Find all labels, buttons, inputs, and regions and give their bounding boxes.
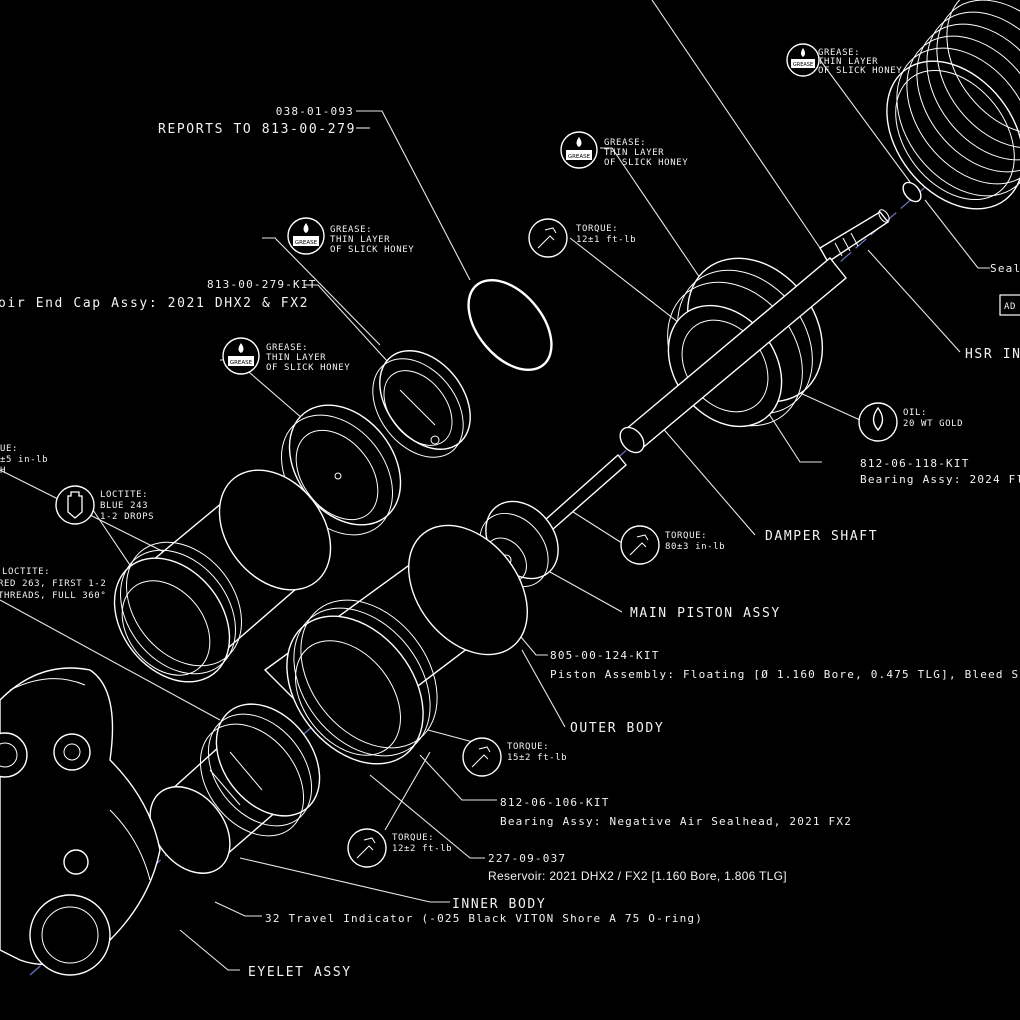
torque-icon [528,218,568,258]
outer-body-label: OUTER BODY [570,721,664,736]
grease-icon-text: GREASE [568,154,591,160]
inner-body-label: INNER BODY [452,897,546,912]
hsr-shaft-tip [819,209,890,263]
small-oring [902,181,922,203]
grease-note-line1: GREASE: [330,225,372,235]
torque-note-line2: ±5 in-lb [0,455,48,465]
loctite-note-line3: 1-2 DROPS [100,512,154,522]
torque-icon [347,828,387,868]
torque-note-line2: 80±3 in-lb [665,542,725,552]
grease-icon-text: GREASE [793,62,813,68]
main-piston-label: MAIN PISTON ASSY [630,606,781,621]
damper-shaft-label: DAMPER SHAFT [765,529,878,544]
torque-note-line2: 15±2 ft-lb [507,753,567,763]
grease-icon-text: GREASE [295,240,318,246]
air-can-bellows [886,0,1020,210]
loctite-note-line2: BLUE 243 [100,501,148,511]
labels: 038-01-093 REPORTS TO 813-00-279 813-00-… [0,48,1020,980]
grease-icon: GREASE [222,337,260,375]
torque-note-line1: UE: [0,444,18,454]
torque-note-line2: 12±1 ft-lb [576,235,636,245]
eyelet-assy [0,667,161,976]
grease-icon-text: GREASE [230,360,253,366]
bearing-118-part: 812-06-118-KIT [860,457,970,470]
torque-icon [620,525,660,565]
seal-label: Seal [990,262,1020,275]
torque-icon [462,737,502,777]
oil-note-line1: OIL: [903,408,927,418]
torque-note-line3: H [0,466,6,476]
ad-box [999,294,1020,316]
travel-indicator-label: 32 Travel Indicator (-025 Black VITON Sh… [265,912,703,925]
grease-icon: GREASE [560,131,598,169]
piston-part-label: 805-00-124-KIT [550,649,660,662]
hsr-label: HSR IN [965,347,1020,362]
part-038-note: REPORTS TO 813-00-279 [158,122,356,137]
oil-note-line2: 20 WT GOLD [903,419,963,429]
grease-note-line3: OF SLICK HONEY [266,363,350,373]
grease-icon: GREASE [786,43,820,77]
outer-body [263,524,529,765]
snap-ring [467,278,553,372]
loctite-note-line2: RED 263, FIRST 1-2 [0,579,106,589]
loctite-bottle-icon [55,485,95,525]
eyelet-label: EYELET ASSY [248,965,352,980]
reservoir [113,469,332,683]
endcap-part-label: 813-00-279-KIT [207,278,317,291]
bearing-106-part: 812-06-106-KIT [500,796,610,809]
grease-note-line3: OF SLICK HONEY [604,158,688,168]
torque-note-line1: TORQUE: [392,833,434,843]
grease-note-line1: GREASE: [266,343,308,353]
torque-note-line2: 12±2 ft-lb [392,844,452,854]
torque-note-line1: TORQUE: [576,224,618,234]
reservoir-desc: Reservoir: 2021 DHX2 / FX2 [1.160 Bore, … [488,869,787,883]
grease-note-line2: THIN LAYER [266,353,326,363]
grease-note-line2: THIN LAYER [604,148,664,158]
reservoir-part: 227-09-037 [488,852,566,865]
grease-note-line2: THIN LAYER [818,57,878,67]
grease-note-line3: OF SLICK HONEY [330,245,414,255]
grease-note-line1: GREASE: [604,138,646,148]
torque-note-line1: TORQUE: [665,531,707,541]
piston-desc: Piston Assembly: Floating [Ø 1.160 Bore,… [550,668,1020,681]
inner-body [149,703,321,874]
grease-note-line2: THIN LAYER [330,235,390,245]
bearing-106-desc: Bearing Assy: Negative Air Sealhead, 202… [500,815,852,828]
part-038-label: 038-01-093 [276,105,354,118]
endcap-desc: oir End Cap Assy: 2021 DHX2 & FX2 [0,296,309,311]
bearing-118-desc: Bearing Assy: 2024 Flo [860,473,1020,486]
leader-lines [0,0,990,971]
loctite-note-line3: THREADS, FULL 360° [0,591,106,601]
loctite-note-line1: LOCTITE: [2,567,50,577]
grease-note-line3: OF SLICK HONEY [818,66,902,76]
ad-box-text: AD [1004,302,1016,312]
loctite-note-line1: LOCTITE: [100,490,148,500]
grease-icon: GREASE [287,217,325,255]
grease-note-line1: GREASE: [818,48,860,58]
damper-shaft [619,257,847,454]
torque-note-line1: TORQUE: [507,742,549,752]
end-cap [372,350,471,458]
oil-drop-icon [858,402,898,442]
